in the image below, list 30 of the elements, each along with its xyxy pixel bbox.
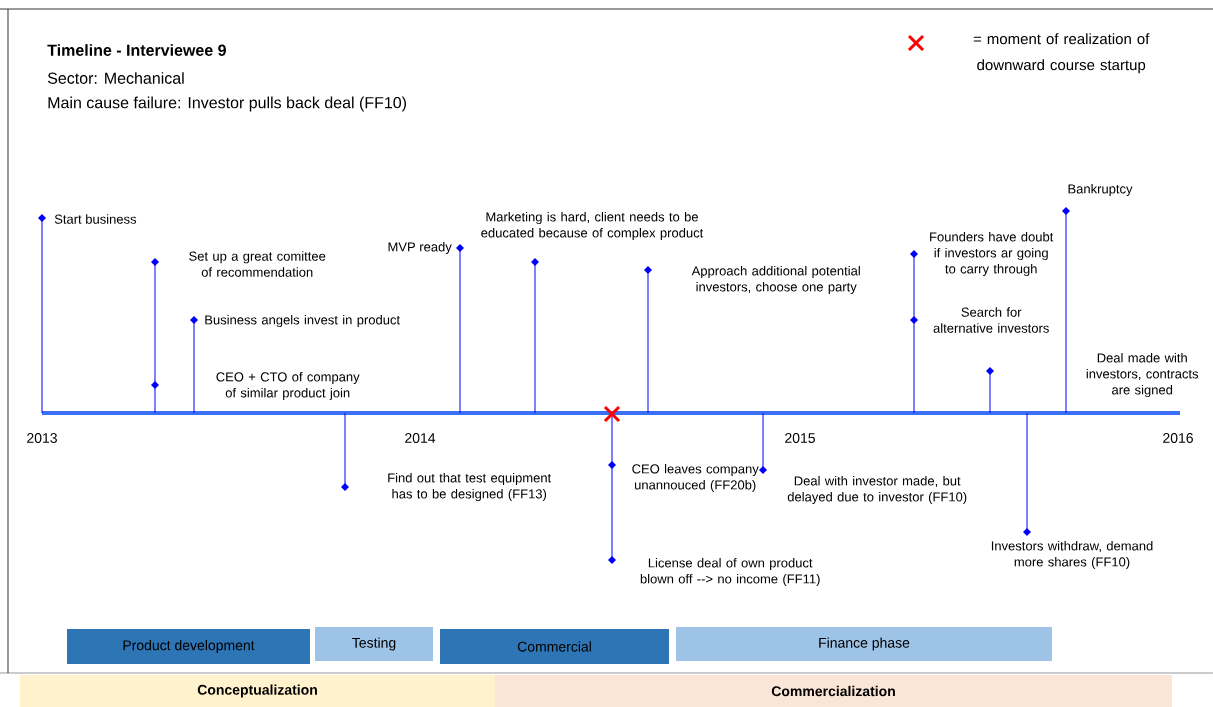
subtitle: Main cause failure: Investor pulls back deal (FF10) (48, 96, 406, 112)
event-label: Search for alternative investors (933, 307, 1049, 333)
phase-bar: Testing (315, 627, 433, 661)
event-label: Approach additional potential investors, choose one party (691, 265, 860, 295)
stage-band: Conceptualization (20, 675, 495, 707)
event-label: Deal made with investors, contracts are signed (1086, 352, 1199, 398)
event-label: Founders have doubt if investors ar going to carry through (930, 231, 1054, 277)
year-label: 2013 (27, 433, 57, 443)
diagram-title: Timeline - Interviewee 9 (47, 44, 226, 56)
subtitle: Sector: Mechanical (47, 72, 184, 84)
event-label: Find out that test equipment has to be designed (FF13) (388, 472, 552, 502)
year-label: 2015 (785, 433, 815, 443)
event-label: Set up a great comittee of recommendation (189, 251, 326, 277)
event-label: Start business (54, 214, 137, 224)
phase-bar: Finance phase (676, 627, 1052, 661)
phase-bar: Product development (67, 629, 310, 664)
stage-band: Commercialization (495, 675, 1172, 707)
event-label: CEO + CTO of company of similar product join (216, 371, 360, 401)
event-label: Deal with investor made, but delayed due to investor (FF10) (787, 475, 967, 505)
phase-bar: Commercial (440, 629, 669, 664)
event-label: Marketing is hard, client needs to be educated because of complex product (481, 211, 704, 241)
event-label: CEO leaves company unannouced (FF20b) (632, 463, 759, 493)
event-label: License deal of own product blown off --> no income (FF11) (640, 557, 820, 587)
event-label: Bankruptcy (1068, 183, 1133, 197)
event-label: MVP ready (388, 241, 452, 255)
event-label: Investors withdraw, demand more shares (FF10) (991, 540, 1153, 570)
legend-text: = moment of realization of downward course startup (973, 33, 1150, 74)
year-label: 2014 (405, 433, 436, 443)
event-label: Business angels invest in product (205, 314, 400, 328)
year-label: 2016 (1163, 433, 1193, 443)
